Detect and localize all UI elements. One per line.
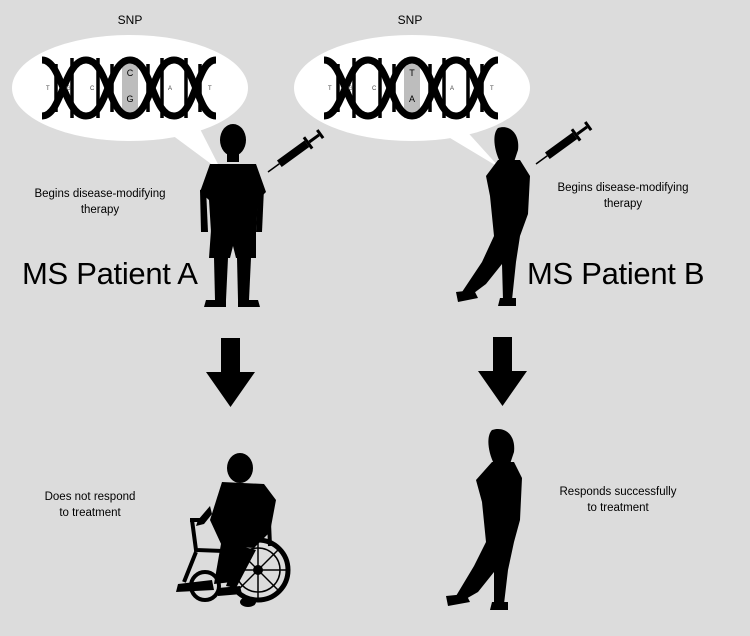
dna-helix-b: T G C A T T A bbox=[323, 56, 499, 120]
dna-base-a-2: G bbox=[66, 86, 71, 92]
syringe-icon-a bbox=[267, 129, 325, 173]
patient-a-label: MS Patient A bbox=[22, 256, 198, 291]
patient-b-recovered-figure bbox=[446, 428, 522, 610]
syringe-icon-b bbox=[535, 121, 593, 165]
therapy-note-b: Begins disease-modifying therapy bbox=[543, 180, 703, 212]
outcome-note-b-line2: to treatment bbox=[587, 502, 649, 514]
dna-base-a-3: C bbox=[90, 86, 95, 92]
dna-helix-a: T G C A T C G bbox=[41, 56, 217, 120]
patient-a-wheelchair-figure bbox=[176, 453, 291, 607]
therapy-note-a-line1: Begins disease-modifying bbox=[34, 188, 166, 200]
snp-base-b-top: T bbox=[409, 68, 415, 78]
outcome-note-a-line2: to treatment bbox=[59, 507, 121, 519]
patient-b-label: MS Patient B bbox=[527, 256, 705, 291]
therapy-note-a: Begins disease-modifying therapy bbox=[20, 186, 180, 218]
dna-base-a-1: T bbox=[46, 86, 50, 92]
outcome-note-a: Does not respond to treatment bbox=[30, 489, 150, 521]
therapy-note-a-line2: therapy bbox=[80, 204, 120, 216]
down-arrow-b bbox=[478, 337, 527, 406]
patient-b-figure bbox=[456, 127, 530, 306]
dna-base-a-5: T bbox=[208, 86, 212, 92]
dna-base-b-5: T bbox=[490, 86, 494, 92]
dna-base-b-1: T bbox=[328, 86, 332, 92]
therapy-note-b-line1: Begins disease-modifying bbox=[557, 182, 689, 194]
snp-highlight-a bbox=[122, 58, 138, 118]
dna-base-b-3: C bbox=[372, 86, 377, 92]
snp-base-a-bottom: G bbox=[126, 94, 133, 104]
snp-highlight-b bbox=[404, 58, 420, 118]
dna-base-b-2: G bbox=[348, 86, 353, 92]
snp-label-a: SNP bbox=[117, 13, 143, 27]
therapy-note-b-line2: therapy bbox=[603, 198, 643, 210]
outcome-note-b: Responds successfully to treatment bbox=[548, 484, 688, 516]
snp-base-b-bottom: A bbox=[409, 94, 415, 104]
outcome-note-a-line1: Does not respond bbox=[44, 491, 136, 503]
outcome-note-b-line1: Responds successfully bbox=[559, 486, 677, 498]
patient-a-figure bbox=[200, 124, 266, 307]
snp-label-b: SNP bbox=[397, 13, 423, 27]
dna-base-a-4: A bbox=[168, 86, 172, 92]
snp-base-a-top: C bbox=[127, 68, 134, 78]
dna-base-b-4: A bbox=[450, 86, 454, 92]
down-arrow-a bbox=[206, 338, 255, 407]
